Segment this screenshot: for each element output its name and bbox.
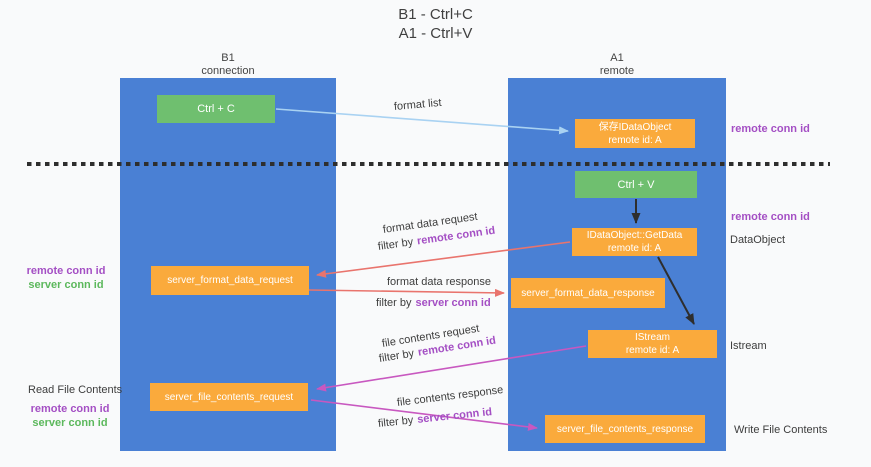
server-conn-id-filter-2: server conn id xyxy=(415,297,491,309)
filter-by-text-1: filter by xyxy=(377,236,414,253)
server-file-contents-request-box: server_file_contents_request xyxy=(150,383,308,411)
left-column-role: connection xyxy=(201,65,255,77)
remote-conn-id-left-bottom: remote conn id xyxy=(30,403,110,415)
remote-conn-id-left-mid: remote conn id xyxy=(26,265,106,277)
ctrl-c-label: Ctrl + C xyxy=(197,103,235,115)
filter-by-text-2: filter by xyxy=(376,297,412,309)
server-format-data-request-label: server_format_data_request xyxy=(167,275,293,286)
ctrl-v-label: Ctrl + V xyxy=(617,178,655,191)
istream-line1: IStream xyxy=(634,332,670,343)
server-conn-id-filter-4: server conn id xyxy=(416,406,493,426)
right-column-name: A1 xyxy=(610,52,624,64)
ctrl-v-box: Ctrl + V xyxy=(575,171,697,198)
title-line-2: A1 - Ctrl+V xyxy=(398,25,473,42)
server-conn-id-left-mid: server conn id xyxy=(28,279,104,291)
getdata-line2: remote id: A xyxy=(607,243,662,254)
diagram-title: B1 - Ctrl+C A1 - Ctrl+V xyxy=(0,5,871,43)
server-format-data-request-box: server_format_data_request xyxy=(151,266,309,295)
server-format-data-response-label: server_format_data_response xyxy=(521,287,655,299)
istream-side-label: Istream xyxy=(730,340,767,352)
title-line-1: B1 - Ctrl+C xyxy=(398,6,473,23)
server-file-contents-request-label: server_file_contents_request xyxy=(164,391,294,403)
right-column-header: A1 remote xyxy=(508,52,726,78)
read-file-contents-label: Read File Contents xyxy=(28,384,123,396)
save-idataobject-line1: 保存IDataObject xyxy=(598,121,672,133)
idataobject-getdata-box: IDataObject::GetData remote id: A xyxy=(572,228,697,256)
remote-conn-id-right-top: remote conn id xyxy=(731,123,810,135)
server-format-data-response-box: server_format_data_response xyxy=(511,278,665,308)
server-conn-id-left-bottom: server conn id xyxy=(32,417,108,429)
format-data-response-label: format data response xyxy=(387,276,491,288)
save-idataobject-box: 保存IDataObject remote id: A xyxy=(575,119,695,148)
ctrl-c-box: Ctrl + C xyxy=(157,95,275,123)
server-file-contents-response-label: server_file_contents_response xyxy=(556,423,694,435)
server-file-contents-response-box: server_file_contents_response xyxy=(545,415,705,443)
filter-by-text-3: filter by xyxy=(378,347,415,365)
filter-by-text-4: filter by xyxy=(377,414,414,430)
format-data-response-arrow xyxy=(308,288,505,297)
left-bottom-conn-ids: remote conn id server conn id xyxy=(24,402,116,430)
getdata-line1: IDataObject::GetData xyxy=(586,230,683,241)
file-contents-response-label: file contents response xyxy=(396,384,504,409)
write-file-contents-label: Write File Contents xyxy=(734,424,828,436)
remote-conn-id-right-mid: remote conn id xyxy=(731,211,810,223)
istream-line2: remote id: A xyxy=(625,345,680,356)
save-idataobject-line2: remote id: A xyxy=(608,134,662,146)
left-column-header: B1 connection xyxy=(120,52,336,78)
dataobject-label: DataObject xyxy=(730,234,786,246)
format-list-arrow-label: format list xyxy=(393,96,443,113)
left-mid-conn-ids: remote conn id server conn id xyxy=(20,264,112,292)
istream-box: IStream remote id: A xyxy=(588,330,717,358)
left-column-name: B1 xyxy=(221,52,235,64)
right-column-role: remote xyxy=(599,65,635,77)
